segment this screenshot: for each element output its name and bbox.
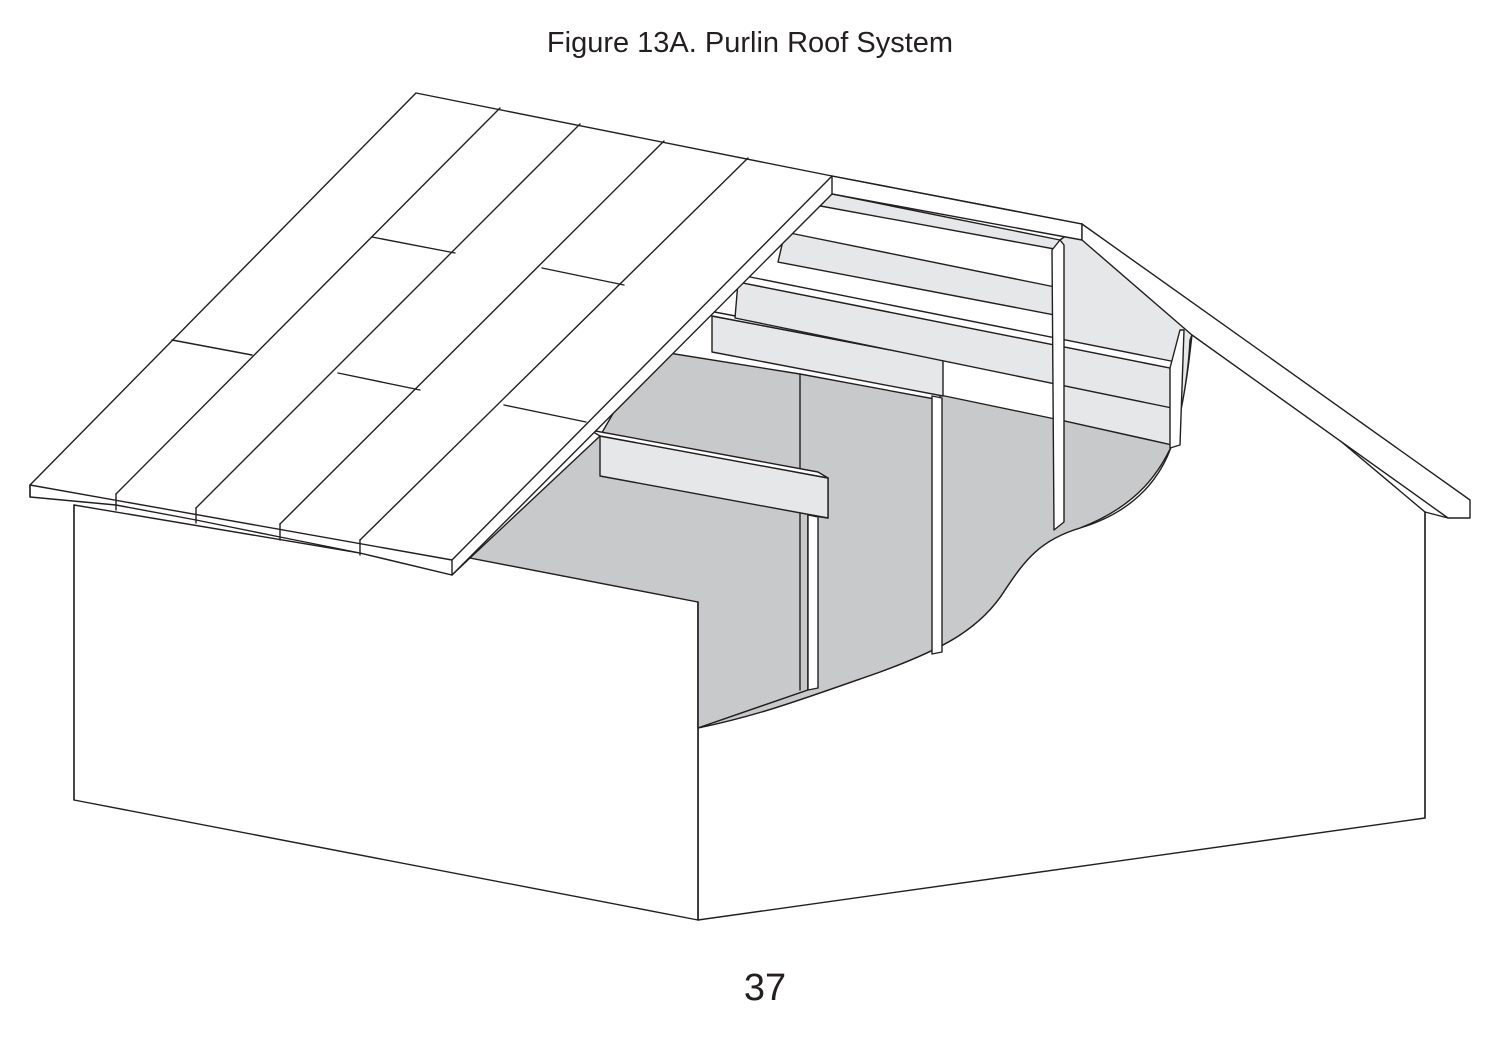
- deck-seam-2: [195, 123, 581, 509]
- post-4: [1169, 329, 1185, 449]
- post-1: [807, 514, 819, 691]
- roof-rake-right: [1081, 223, 1471, 519]
- post-2: [931, 395, 943, 655]
- post-3: [1051, 239, 1065, 531]
- deck-seam-1: [115, 107, 501, 495]
- figure-title: Figure 13A. Purlin Roof System: [546, 27, 954, 59]
- wall-edges: [73, 504, 1426, 921]
- page-number: 37: [743, 967, 787, 1009]
- deck-seam-3: [279, 140, 665, 525]
- roof-decking: [29, 92, 1083, 576]
- deck-seam-4: [359, 157, 749, 541]
- posts: [807, 239, 1185, 691]
